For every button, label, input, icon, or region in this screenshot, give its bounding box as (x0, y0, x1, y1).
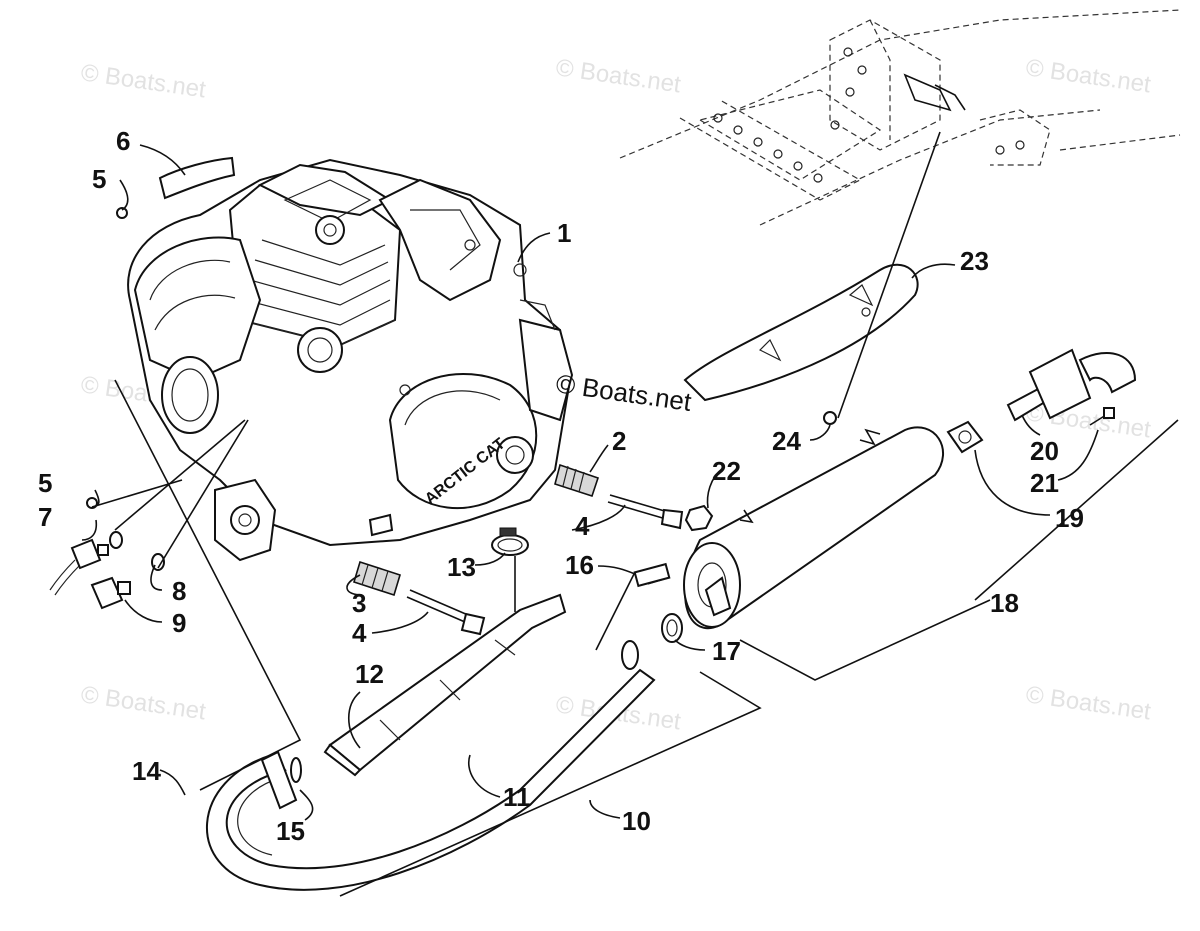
watermark: © Boats.net (79, 59, 208, 103)
part-4-bolt (406, 589, 486, 636)
callout-17: 17 (712, 636, 741, 666)
callout-22: 22 (712, 456, 741, 486)
callout-18: 18 (990, 588, 1019, 618)
callout-labels: 1 2 3 4 4 5 5 6 7 8 9 10 11 12 13 14 15 … (38, 126, 1084, 846)
callout-3: 3 (352, 588, 366, 618)
part-12-heat-shield (323, 593, 567, 777)
callout-23: 23 (960, 246, 989, 276)
engine: ARCTIC CAT (127, 158, 574, 562)
part-18-muffler (683, 426, 945, 630)
part-9-switch (90, 576, 131, 610)
watermark: © Boats.net (1024, 681, 1153, 725)
callout-8: 8 (172, 576, 186, 606)
part-3-spring (353, 560, 401, 597)
watermark: © Boats.net (79, 681, 208, 725)
watermark-center: © Boats.net (554, 368, 694, 417)
part-24-screw (823, 411, 837, 425)
part-16-spring (633, 562, 671, 588)
callout-4: 4 (575, 511, 590, 541)
frame-dashed (619, 9, 1181, 226)
part-19-gasket (946, 420, 984, 454)
callout-10: 10 (622, 806, 651, 836)
part-22-nut (684, 504, 714, 532)
callout-2: 2 (612, 426, 626, 456)
callout-9: 9 (172, 608, 186, 638)
callout-19: 19 (1055, 503, 1084, 533)
part-5-nut (116, 207, 128, 219)
part-4-bolt (607, 494, 684, 530)
part-8-oring (109, 531, 123, 549)
part-10-exhaust-pipe (206, 640, 656, 891)
callout-6: 6 (116, 126, 130, 156)
watermark: © Boats.net (554, 54, 683, 98)
part-20-tail-pipe (1006, 348, 1137, 422)
part-6-shield (158, 156, 236, 200)
callout-21: 21 (1030, 468, 1059, 498)
callout-7: 7 (38, 502, 52, 532)
callout-14: 14 (132, 756, 161, 786)
part-2-spring (554, 463, 600, 498)
callout-15: 15 (276, 816, 305, 846)
callout-24: 24 (772, 426, 801, 456)
part-21-bolt (1089, 407, 1115, 426)
leader-lines (81, 131, 1179, 897)
callout-11: 11 (503, 782, 531, 812)
part-7-sensor (49, 538, 109, 596)
part-17-gasket (661, 613, 683, 643)
callout-5: 5 (38, 468, 52, 498)
callout-20: 20 (1030, 436, 1059, 466)
frame-holes (713, 47, 1025, 183)
watermark: © Boats.net (1024, 54, 1153, 98)
part-23-heat-shield (683, 263, 919, 402)
callout-12: 12 (355, 659, 384, 689)
callout-16: 16 (565, 550, 594, 580)
callout-1: 1 (557, 218, 571, 248)
part-13-clamp (491, 527, 529, 556)
callout-5: 5 (92, 164, 106, 194)
callout-4: 4 (352, 618, 367, 648)
callout-13: 13 (447, 552, 476, 582)
